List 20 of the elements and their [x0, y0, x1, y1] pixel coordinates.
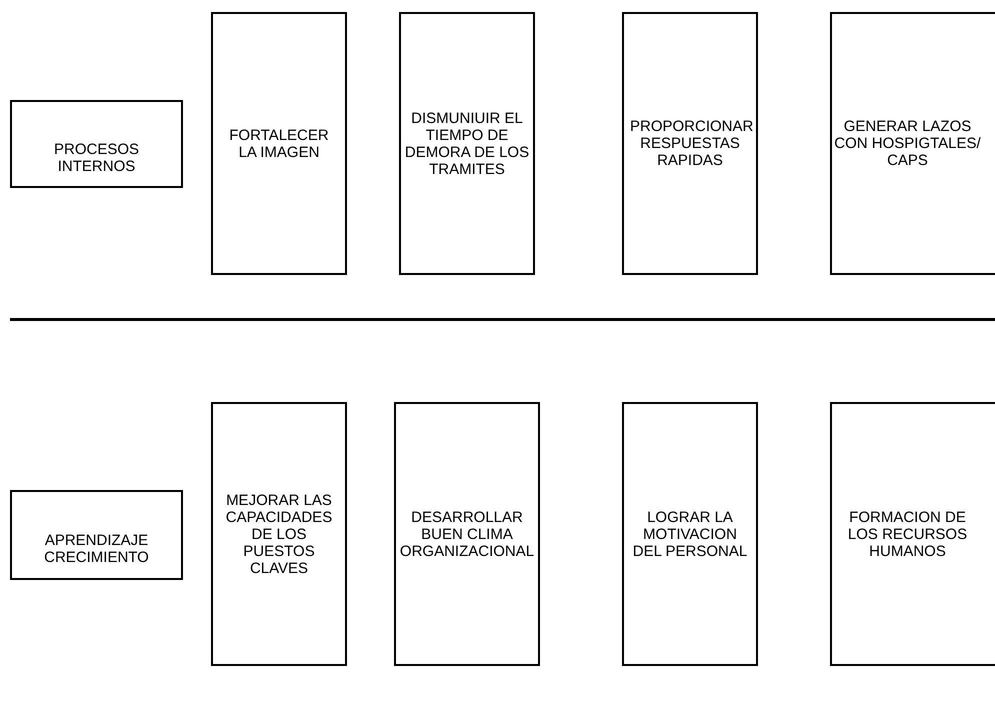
process-box [211, 402, 347, 666]
box-text: APRENDIZAJE CRECIMIENTO [43, 532, 150, 566]
box-text: MEJORAR LAS CAPACIDADES DE LOS PUESTOS CLAVES [224, 492, 334, 576]
box-text: DESARROLLAR BUEN CLIMA ORGANIZACIONAL [398, 508, 536, 560]
box-text: FORMACION DE LOS RECURSOS HUMANOS [846, 508, 968, 560]
process-box [622, 402, 758, 666]
box-text: LOGRAR LA MOTIVACION DEL PERSONAL [632, 508, 748, 560]
process-box [211, 12, 347, 275]
process-box [622, 12, 758, 275]
process-box [830, 402, 995, 666]
process-box [394, 402, 540, 666]
box-text: GENERAR LAZOS CON HOSPIGTALES/ CAPS [833, 118, 982, 169]
box-text: DISMUNIUIR EL TIEMPO DE DEMORA DE LOS TRAMITES [404, 110, 530, 178]
box-text: PROCESOS INTERNOS [52, 141, 140, 175]
process-box [10, 100, 183, 188]
box-text: PROPORCIONAR RESPUESTAS RAPIDAS [630, 118, 750, 169]
process-box [399, 12, 535, 275]
process-box [830, 12, 995, 275]
process-box [10, 490, 183, 580]
box-text: FORTALECER LA IMAGEN [228, 126, 330, 160]
